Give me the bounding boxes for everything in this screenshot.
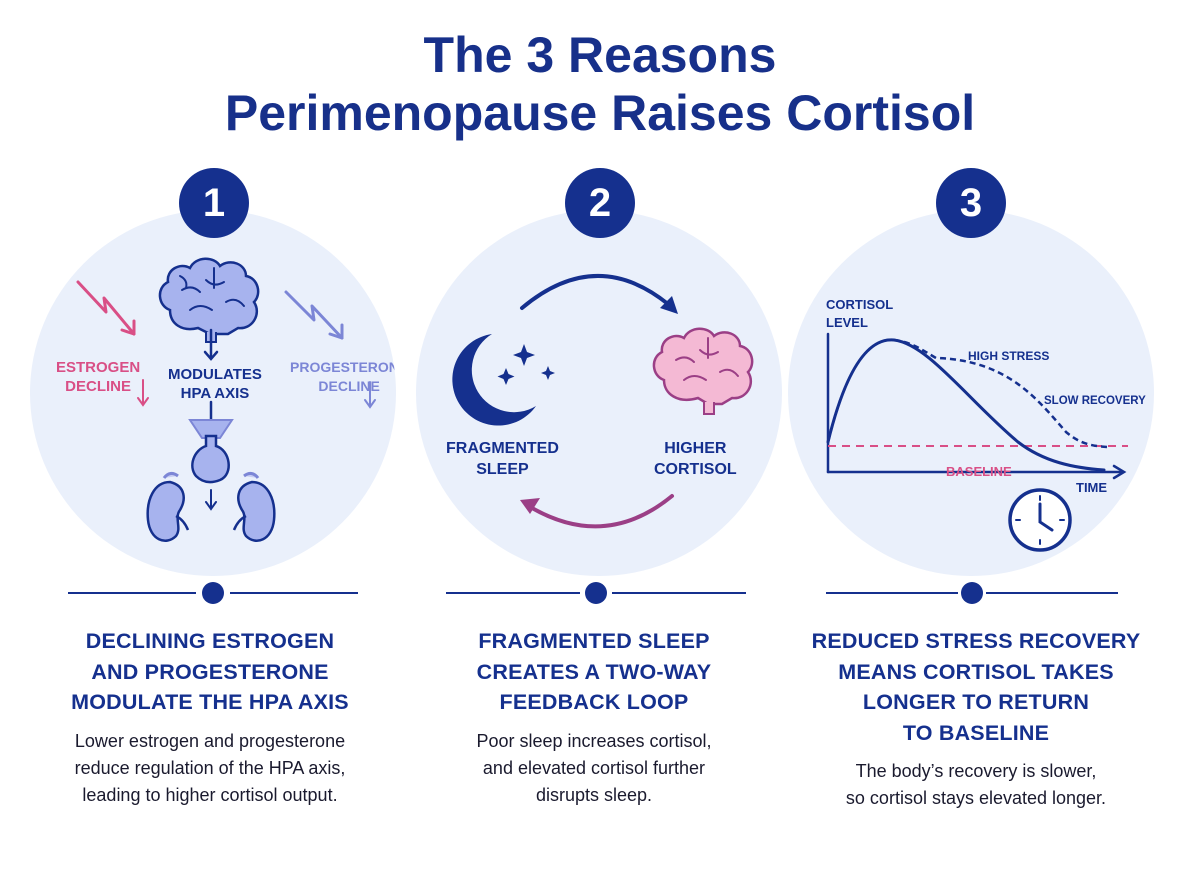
reason-3-heading: REDUCED STRESS RECOVERY MEANS CORTISOL T… [811, 629, 1141, 745]
estrogen-decline-label: ESTROGEN DECLINE [56, 359, 141, 395]
reason-1-description: Lower estrogen and progesterone reduce r… [74, 731, 346, 805]
reason-2-heading: FRAGMENTED SLEEP CREATES A TWO-WAY FEEDB… [476, 629, 712, 714]
reason-3-description: The body’s recovery is slower, so cortis… [845, 761, 1107, 808]
periwinkle-zigzag-down-arrow-icon [284, 290, 344, 340]
reason-3-illustration-circle: CORTISOL LEVEL HIGH STRESS SLOW RECOVERY… [788, 210, 1154, 576]
slow-recovery-label: SLOW RECOVERY [1044, 395, 1146, 407]
reason-2-illustration-circle: FRAGMENTED SLEEP HIGHER CORTISOL [416, 210, 782, 576]
baseline-label: BASELINE [946, 464, 1012, 479]
reason-1-illustration-circle: ESTROGEN DECLINE MODULATES HPA AXIS PROG… [30, 210, 396, 576]
reason-1-illustration [76, 257, 376, 542]
moon-stars-icon [452, 334, 555, 426]
pink-brain-icon [652, 327, 754, 415]
reason-1-divider [68, 582, 358, 604]
pituitary-gland-icon [188, 419, 234, 484]
reason-2-number-badge: 2 [565, 168, 635, 238]
cortisol-level-axis-label: CORTISOL LEVEL [826, 297, 894, 330]
stress-response-curve [826, 338, 1106, 472]
pink-zigzag-down-arrow-icon [76, 280, 136, 336]
estrogen-down-arrow-icon [137, 379, 149, 407]
slow-recovery-curve [826, 338, 1109, 449]
reason-3-column: 3 [788, 0, 1170, 896]
reason-2-column: 2 [410, 0, 790, 896]
graph-axes [826, 332, 1127, 480]
kidneys-adrenal-icon [146, 471, 276, 542]
reason-1-heading: DECLINING ESTROGEN AND PROGESTERONE MODU… [71, 629, 349, 714]
progesterone-decline-label: PROGESTERONE DECLINE [290, 359, 396, 394]
progesterone-down-arrow-icon [364, 381, 376, 409]
reason-2-divider [446, 582, 746, 604]
fragmented-sleep-label: FRAGMENTED SLEEP [446, 440, 559, 478]
title-line-2: Perimenopause Raises Cortisol [224, 85, 976, 141]
arrow-bottom-icon [520, 494, 674, 529]
higher-cortisol-label: HIGHER CORTISOL [654, 440, 737, 478]
high-stress-label: HIGH STRESS [968, 349, 1050, 363]
brain-icon [158, 257, 260, 343]
title-line-1: The 3 Reasons [423, 27, 777, 83]
clock-icon [1008, 488, 1072, 552]
kidney-down-arrow-icon [205, 489, 217, 511]
reason-3-number-badge: 3 [936, 168, 1006, 238]
arrow-top-icon [520, 274, 678, 314]
cortisol-recovery-graph [826, 332, 1128, 552]
page-title: The 3 Reasons Perimenopause Raises Corti… [0, 26, 1200, 142]
time-axis-label: TIME [1076, 480, 1108, 495]
reason-2-description: Poor sleep increases cortisol, and eleva… [476, 731, 712, 805]
reason-3-divider [826, 582, 1118, 604]
reason-2-illustration [452, 274, 754, 529]
reason-1-column: 1 [20, 0, 400, 896]
brain-down-arrow-icon [203, 328, 219, 361]
reason-1-number-badge: 1 [179, 168, 249, 238]
modulates-hpa-label: MODULATES HPA AXIS [168, 366, 262, 402]
